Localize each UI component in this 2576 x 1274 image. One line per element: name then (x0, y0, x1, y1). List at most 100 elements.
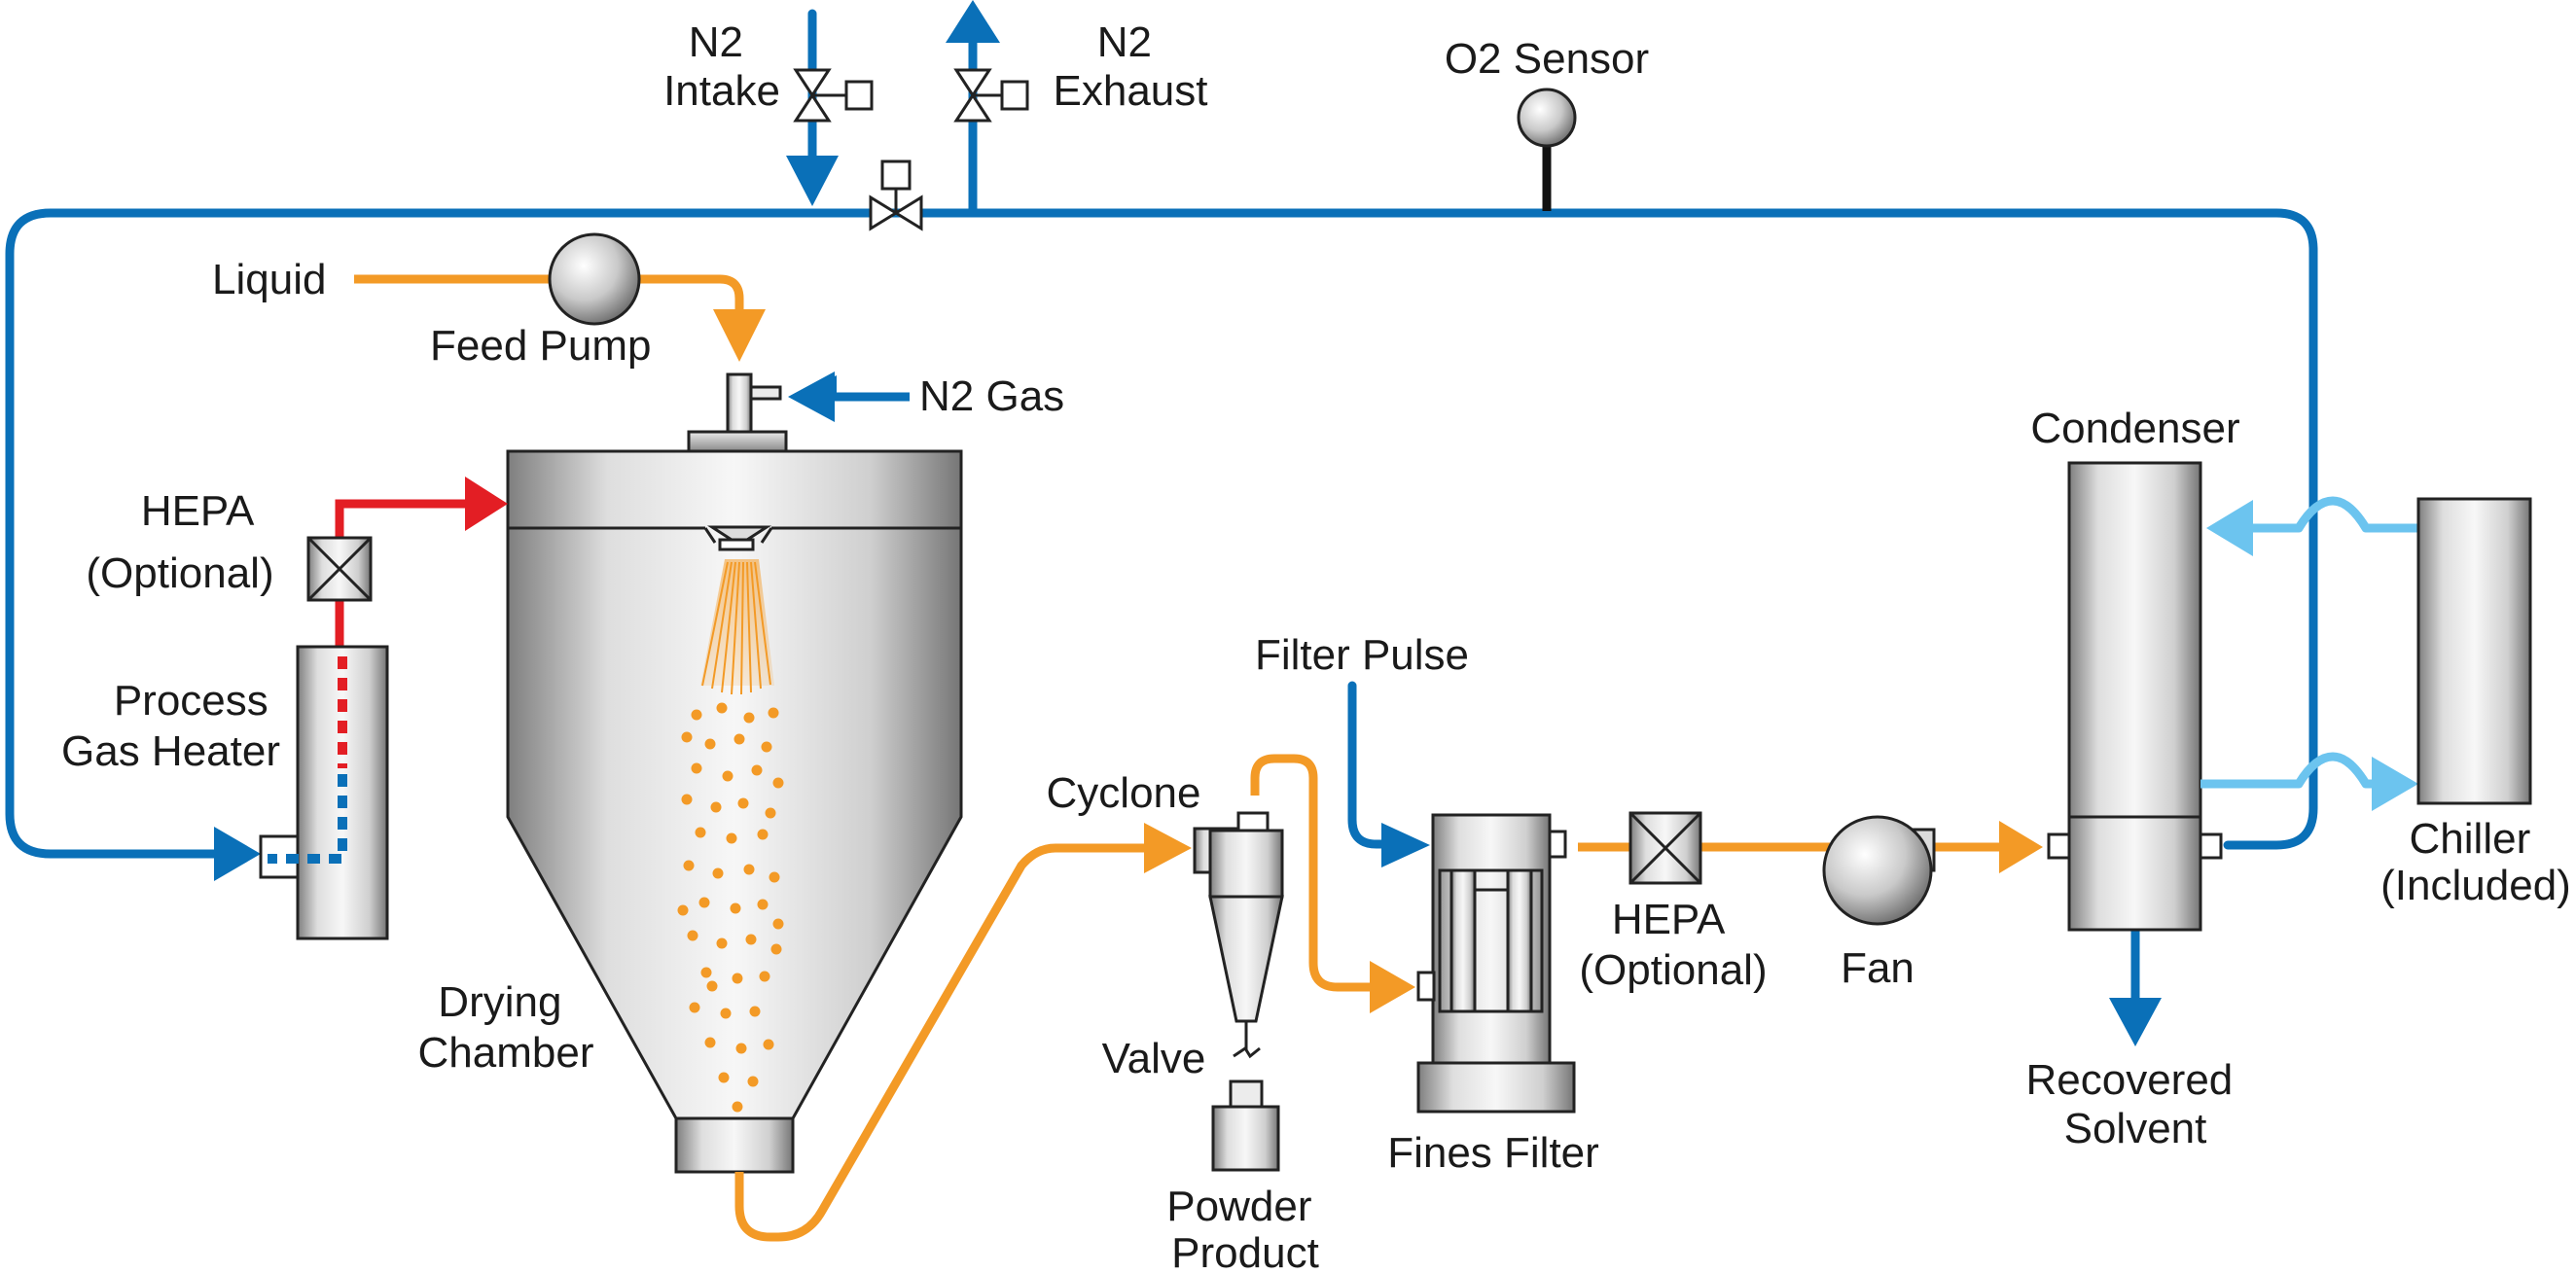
hepa-left-label: HEPA (Optional) (86, 487, 273, 597)
droplet (726, 832, 737, 844)
feed-nozzle-arrow (713, 309, 766, 362)
droplet (683, 860, 695, 871)
n2-exhaust-valve (953, 68, 1029, 123)
powder-product-container (1211, 1079, 1280, 1172)
bowtie-valve-icon (1233, 1045, 1261, 1059)
hepa-right-label: HEPA (Optional) (1579, 896, 1767, 994)
fan-label: Fan (1841, 944, 1914, 992)
recovered-solvent-label: Recovered Solvent (2025, 1056, 2244, 1152)
droplet (732, 1101, 743, 1113)
process-gas-heater (259, 645, 389, 940)
droplet (757, 829, 769, 840)
n2-exhaust-arrow (946, 0, 1000, 43)
droplet (743, 712, 755, 724)
droplet (751, 764, 763, 776)
droplet (735, 1043, 747, 1054)
n2-exhaust-label: N2 Exhaust (1054, 18, 1208, 115)
cyclone-inlet-arrow (1144, 823, 1192, 873)
drying-chamber (506, 372, 963, 1174)
filter-pulse-label: Filter Pulse (1255, 631, 1469, 679)
hepa-left-filter (306, 536, 373, 602)
o2-sensor-label: O2 Sensor (1445, 35, 1649, 83)
droplet (695, 827, 706, 838)
droplet (763, 1039, 774, 1050)
droplet (759, 971, 770, 982)
droplet (747, 1076, 759, 1087)
filter-inlet-arrow (1370, 961, 1415, 1013)
droplet (732, 973, 743, 984)
labels: N2 Intake N2 Exhaust O2 Sensor Liquid Fe… (61, 18, 2571, 1274)
cyclone-separator (1193, 811, 1284, 1050)
exhaust-fan (1822, 815, 1936, 926)
droplet (749, 1006, 761, 1017)
feed-line (354, 274, 744, 313)
product-transfer-line (734, 754, 2004, 1242)
fines-filter-label: Fines Filter (1387, 1129, 1599, 1177)
droplet (718, 1072, 730, 1083)
droplet (712, 867, 724, 879)
droplet (768, 707, 779, 719)
recovered-solvent-arrow (2109, 998, 2162, 1046)
powder-valve (1233, 1045, 1261, 1059)
droplet (770, 943, 782, 955)
feed-pump-label: Feed Pump (430, 322, 651, 370)
nitrogen-gas-loop (5, 9, 2318, 1007)
droplet (710, 801, 722, 813)
droplet (691, 762, 702, 774)
condenser-label: Condenser (2030, 405, 2239, 452)
coolant-supply-arrow (2372, 757, 2418, 811)
droplet (704, 738, 716, 750)
droplet (681, 731, 693, 743)
n2-gas-label: N2 Gas (919, 372, 1064, 420)
droplet (716, 938, 728, 949)
droplet (772, 777, 784, 789)
blower-fan-icon (1822, 815, 1933, 926)
n2-intake-label: N2 Intake (663, 18, 780, 115)
droplets (677, 702, 784, 1113)
droplet (761, 741, 772, 753)
n2-intake-arrow (786, 156, 839, 206)
droplet (745, 934, 757, 945)
droplet (737, 797, 749, 809)
ball-sensor-icon (1517, 88, 1577, 148)
valve-label: Valve (1102, 1035, 1206, 1082)
cyclone-label: Cyclone (1047, 769, 1201, 817)
condenser (2047, 461, 2223, 932)
droplet (681, 794, 693, 805)
droplet (757, 899, 769, 910)
droplet (722, 770, 733, 782)
coolant-lines (2200, 496, 2418, 789)
droplet (689, 1002, 700, 1013)
coolant-return-arrow (2206, 500, 2253, 556)
droplet (765, 807, 776, 819)
droplet (700, 967, 712, 978)
droplet (677, 904, 689, 916)
droplet (743, 864, 755, 875)
fines-filter (1416, 813, 1576, 1114)
droplet (687, 930, 698, 941)
drying-chamber-label: Drying Chamber (418, 978, 594, 1077)
chamber-inlet-arrow (465, 477, 508, 531)
droplet (716, 702, 728, 714)
heater-inlet-arrow (214, 827, 261, 881)
droplet (720, 1008, 732, 1019)
liquid-label: Liquid (212, 256, 326, 303)
droplet (706, 980, 718, 992)
droplet (730, 902, 741, 914)
droplet (704, 1037, 716, 1048)
n2-gas-line (788, 372, 910, 422)
droplet (691, 709, 702, 721)
droplet (698, 897, 710, 908)
o2-sensor (1517, 88, 1577, 211)
chiller-label: Chiller (Included) (2380, 815, 2571, 909)
hepa-right-filter (1628, 811, 1702, 885)
condenser-inlet-arrow (1999, 821, 2043, 873)
n2-intake-valve (793, 68, 874, 123)
droplet (769, 871, 780, 883)
droplet (772, 918, 784, 930)
spray-plume (700, 559, 774, 686)
feed-pump (548, 232, 641, 326)
heater-element (268, 656, 347, 864)
